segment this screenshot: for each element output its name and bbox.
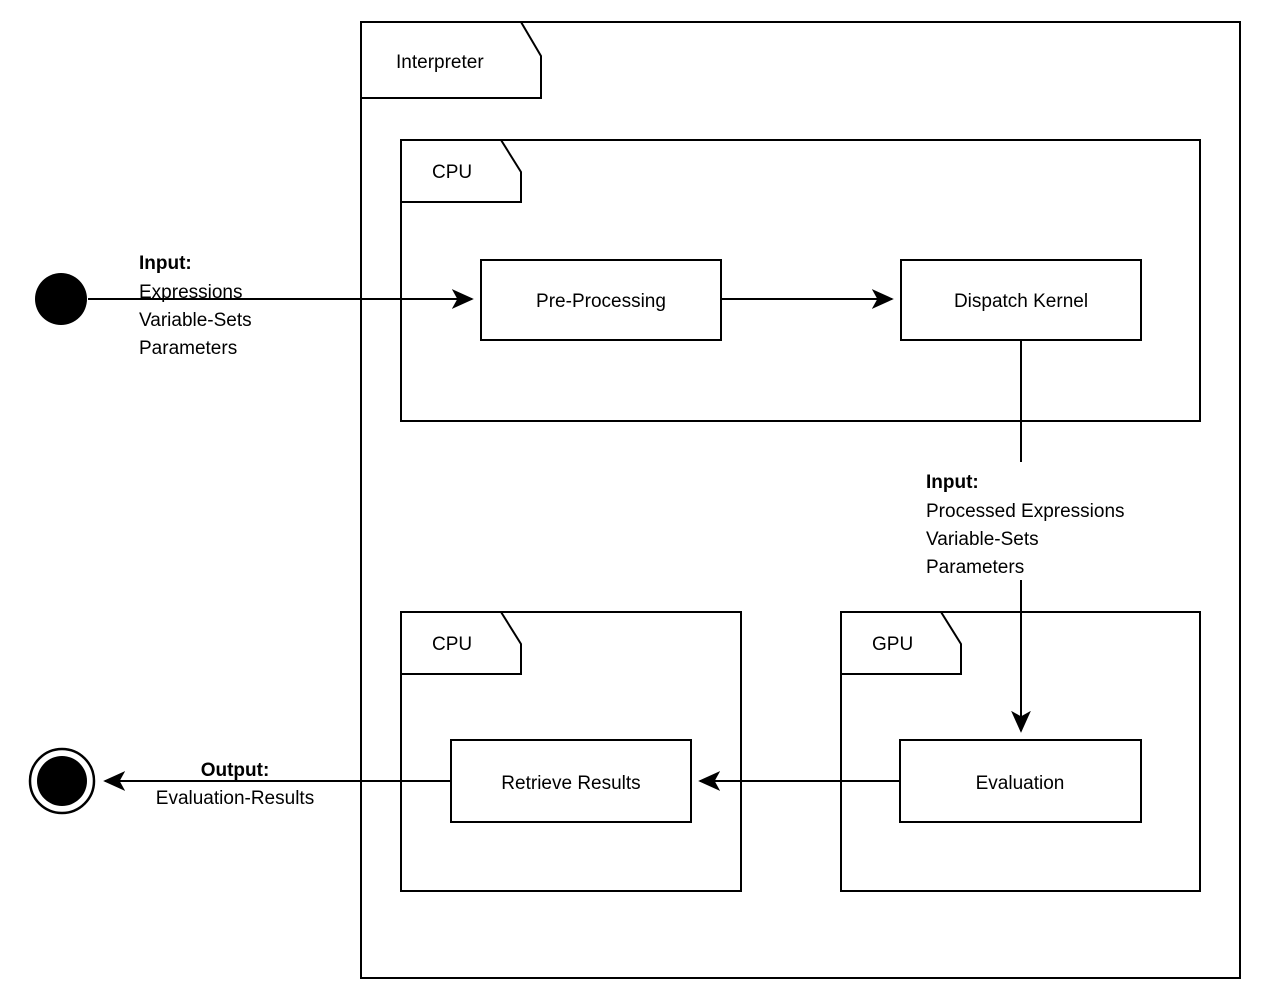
frame-interpreter-label: Interpreter xyxy=(396,52,484,73)
frame-cpu-bottom: CPU xyxy=(400,611,742,892)
edge-label-input-left-line-0: Expressions xyxy=(139,282,243,303)
edge-label-output-title: Output: xyxy=(201,760,270,781)
frame-gpu-label: GPU xyxy=(872,634,913,655)
action-evaluation[interactable]: Evaluation xyxy=(899,739,1142,823)
frame-cpu-top: CPU xyxy=(400,139,1201,422)
action-evaluation-label: Evaluation xyxy=(976,773,1065,794)
edge-label-input-left: Input: Expressions Variable-Sets Paramet… xyxy=(135,249,295,361)
edge-label-input-dispatch-title: Input: xyxy=(926,472,979,493)
initial-node xyxy=(35,273,87,325)
action-pre-processing-label: Pre-Processing xyxy=(536,291,666,312)
edge-label-input-dispatch-line-1: Variable-Sets xyxy=(926,529,1039,550)
edge-label-input-left-line-1: Variable-Sets xyxy=(139,310,252,331)
edge-label-input-dispatch-line-2: Parameters xyxy=(926,557,1024,578)
frame-interpreter: Interpreter xyxy=(360,21,1241,979)
frame-cpu-top-label: CPU xyxy=(432,162,472,183)
frame-cpu-bottom-label: CPU xyxy=(432,634,472,655)
action-dispatch-kernel-label: Dispatch Kernel xyxy=(954,291,1088,312)
edge-label-output-line-0: Evaluation-Results xyxy=(156,788,314,809)
edge-label-output: Output: Evaluation-Results xyxy=(128,754,343,810)
frame-gpu: GPU xyxy=(840,611,1201,892)
action-retrieve-results[interactable]: Retrieve Results xyxy=(450,739,692,823)
edge-label-input-left-title: Input: xyxy=(139,253,192,274)
final-node xyxy=(28,747,96,815)
edge-label-input-left-line-2: Parameters xyxy=(139,338,237,359)
edge-label-input-dispatch-line-0: Processed Expressions xyxy=(926,501,1125,522)
action-dispatch-kernel[interactable]: Dispatch Kernel xyxy=(900,259,1142,341)
action-pre-processing[interactable]: Pre-Processing xyxy=(480,259,722,341)
edge-label-input-dispatch: Input: Processed Expressions Variable-Se… xyxy=(923,462,1188,580)
action-retrieve-results-label: Retrieve Results xyxy=(501,773,640,794)
